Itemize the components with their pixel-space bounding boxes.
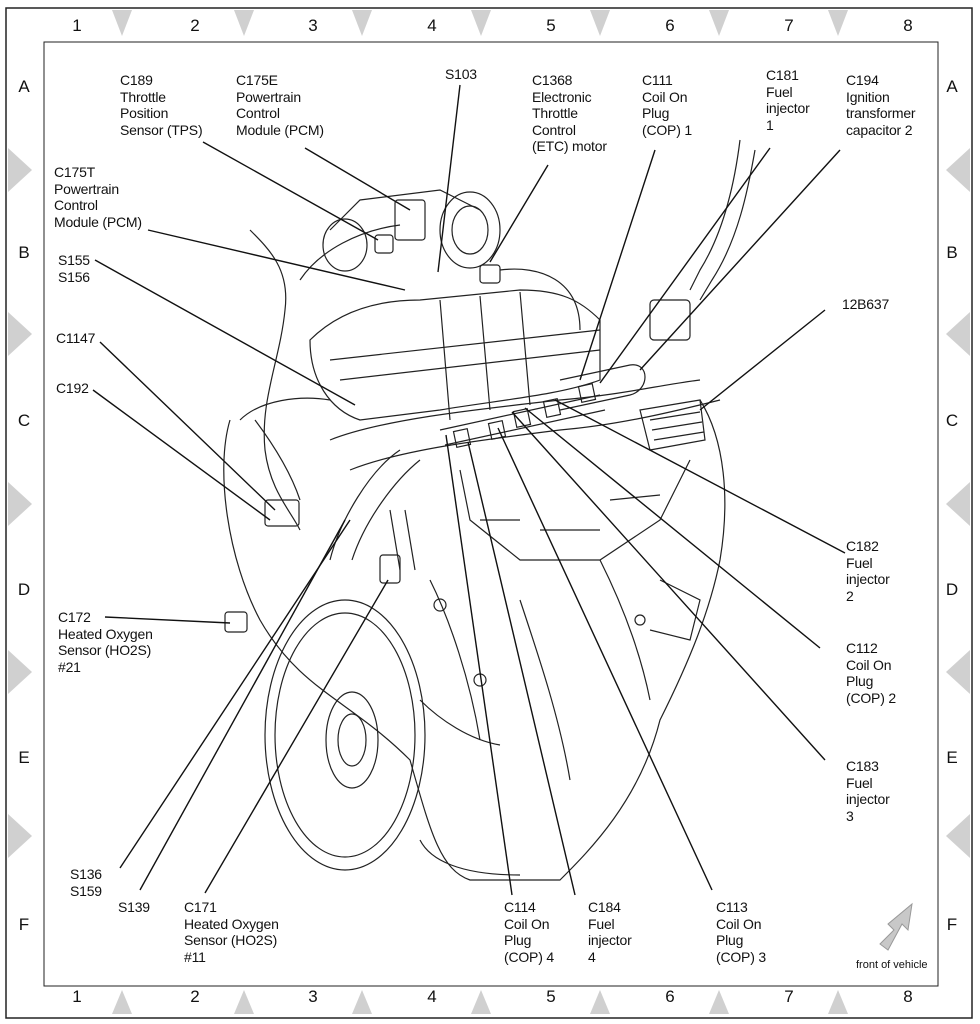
col-label-4: 4 bbox=[427, 16, 437, 35]
callout-c171: C171 Heated Oxygen Sensor (HO2S) #11 bbox=[184, 899, 279, 965]
col-label-5-bottom: 5 bbox=[546, 987, 556, 1006]
callout-c1368: C1368 Electronic Throttle Control (ETC) … bbox=[532, 72, 607, 154]
col-label-2: 2 bbox=[190, 16, 200, 35]
row-label-a-right: A bbox=[946, 77, 958, 96]
callout-c175e: C175E Powertrain Control Module (PCM) bbox=[236, 72, 324, 138]
col-label-6-bottom: 6 bbox=[665, 987, 675, 1006]
row-label-b-right: B bbox=[946, 243, 958, 262]
callout-c183: C183 Fuel injector 3 bbox=[846, 758, 890, 824]
col-label-1-bottom: 1 bbox=[72, 987, 82, 1006]
right-markers bbox=[946, 148, 970, 858]
callout-c181: C181 Fuel injector 1 bbox=[766, 67, 810, 133]
left-markers bbox=[8, 148, 32, 858]
col-label-8-bottom: 8 bbox=[903, 987, 913, 1006]
outer-border bbox=[5, 7, 973, 1019]
row-label-d-right: D bbox=[945, 580, 959, 599]
callout-12b637: 12B637 bbox=[842, 296, 890, 312]
inner-border bbox=[43, 41, 939, 987]
callout-c194: C194 Ignition transformer capacitor 2 bbox=[846, 72, 916, 138]
callout-c112: C112 Coil On Plug (COP) 2 bbox=[846, 640, 896, 706]
top-markers bbox=[112, 10, 848, 36]
callout-c189: C189 Throttle Position Sensor (TPS) bbox=[120, 72, 203, 138]
col-label-1: 1 bbox=[72, 16, 82, 35]
callout-c175t: C175T Powertrain Control Module (PCM) bbox=[54, 164, 142, 230]
callout-s103: S103 bbox=[445, 66, 477, 82]
row-label-b: B bbox=[18, 243, 30, 262]
front-of-vehicle-label: front of vehicle bbox=[856, 959, 928, 971]
row-label-f: F bbox=[18, 915, 30, 934]
callout-s139: S139 bbox=[118, 899, 150, 915]
row-label-d: D bbox=[17, 580, 31, 599]
col-label-3: 3 bbox=[308, 16, 318, 35]
row-label-a: A bbox=[18, 77, 30, 96]
row-label-e: E bbox=[18, 748, 30, 767]
row-label-e-right: E bbox=[946, 748, 958, 767]
callout-c192: C192 bbox=[56, 380, 89, 396]
leader-lines bbox=[92, 84, 846, 896]
col-label-4-bottom: 4 bbox=[427, 987, 437, 1006]
col-label-6: 6 bbox=[665, 16, 675, 35]
col-label-2-bottom: 2 bbox=[190, 987, 200, 1006]
front-of-vehicle-arrow bbox=[879, 902, 913, 951]
callout-c1147: C1147 bbox=[56, 330, 96, 346]
callout-s155: S155 S156 bbox=[58, 252, 90, 285]
callout-c114: C114 Coil On Plug (COP) 4 bbox=[504, 899, 554, 965]
col-label-5: 5 bbox=[546, 16, 556, 35]
row-label-c-right: C bbox=[945, 411, 959, 430]
callout-c111: C111 Coil On Plug (COP) 1 bbox=[642, 72, 692, 138]
callout-c184: C184 Fuel injector 4 bbox=[588, 899, 632, 965]
callout-c182: C182 Fuel injector 2 bbox=[846, 538, 890, 604]
bottom-markers bbox=[112, 990, 848, 1014]
col-label-3-bottom: 3 bbox=[308, 987, 318, 1006]
callout-s136: S136 S159 bbox=[70, 866, 102, 899]
row-label-f-right: F bbox=[946, 915, 958, 934]
col-label-7: 7 bbox=[784, 16, 794, 35]
row-label-c: C bbox=[17, 411, 31, 430]
callout-c113: C113 Coil On Plug (COP) 3 bbox=[716, 899, 766, 965]
col-label-7-bottom: 7 bbox=[784, 987, 794, 1006]
col-label-8: 8 bbox=[903, 16, 913, 35]
engine-drawing bbox=[223, 139, 756, 881]
callout-c172: C172 Heated Oxygen Sensor (HO2S) #21 bbox=[58, 609, 153, 675]
